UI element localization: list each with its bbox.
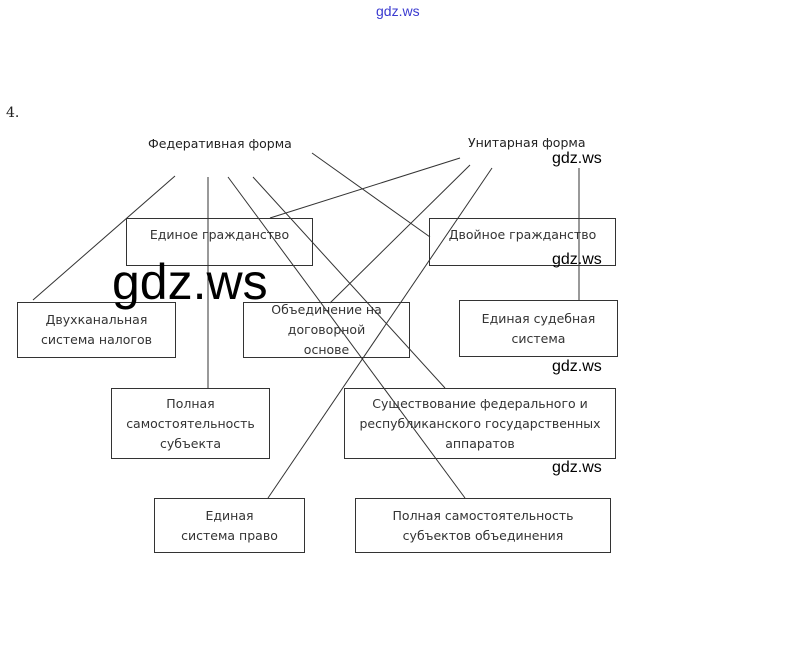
box-label: Полная самостоятельность субъектов объед… (392, 507, 574, 543)
federal-form-header: Федеративная форма (148, 136, 292, 151)
box-label: Единое гражданство (149, 227, 290, 242)
box-dual-apparatus: Существование федерального и республикан… (344, 388, 616, 459)
box-label: Полная самостоятельность субъекта (126, 395, 255, 451)
connector-line (252, 176, 446, 389)
box-single-judicial: Единая судебная система (459, 300, 618, 357)
box-label: Двойное гражданство (448, 227, 597, 242)
task-number: 4. (6, 105, 20, 121)
box-label: Единая судебная система (481, 310, 596, 346)
box-subject-independence: Полная самостоятельность субъекта (111, 388, 270, 459)
connector-line (329, 164, 471, 304)
connector-line (311, 152, 431, 238)
watermark-small: gdz.ws (552, 150, 602, 167)
watermark-small: gdz.ws (552, 251, 602, 268)
connector-line (269, 157, 461, 219)
box-single-citizenship: Единое гражданство (126, 218, 313, 266)
box-label: Объединение на договорной основе (271, 302, 382, 357)
box-contract-union: Объединение на договорной основе (243, 302, 410, 358)
connector-line (32, 175, 176, 301)
box-label: Существование федерального и республикан… (359, 395, 601, 451)
box-dual-citizenship: Двойное гражданство (429, 218, 616, 266)
connector-line (227, 176, 466, 499)
watermark-top: gdz.ws (376, 3, 420, 19)
watermark-small: gdz.ws (552, 459, 602, 476)
connector-line (267, 167, 493, 499)
box-single-law: Единая система право (154, 498, 305, 553)
box-union-independence: Полная самостоятельность субъектов объед… (355, 498, 611, 553)
watermark-big: gdz.ws (112, 254, 268, 310)
box-label: Единая система право (181, 507, 278, 543)
box-label: Двухканальная система налогов (41, 312, 152, 347)
box-two-channel-tax: Двухканальная система налогов (17, 302, 176, 358)
watermark-small: gdz.ws (552, 358, 602, 375)
unitary-form-header: Унитарная форма (468, 135, 586, 150)
